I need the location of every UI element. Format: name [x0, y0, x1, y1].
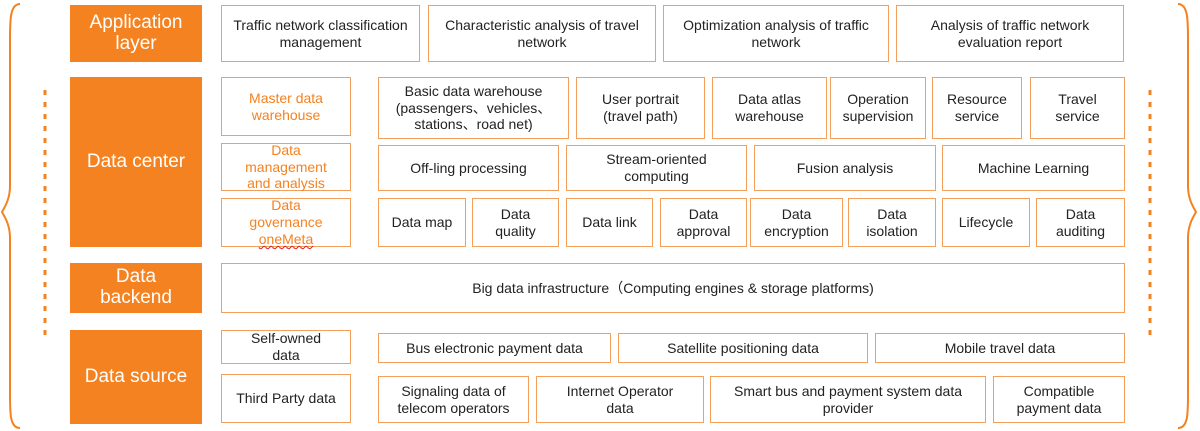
self-owned-data: Self-owned data [221, 330, 351, 364]
internet-operator-data: Internet Operator data [536, 376, 704, 423]
data-isolation: Data isolation [848, 198, 936, 247]
bus-electronic-payment-data: Bus electronic payment data [378, 333, 611, 363]
mobile-travel-data: Mobile travel data [875, 333, 1125, 363]
compatible-payment-data: Compatible payment data [993, 376, 1125, 423]
app-traffic-network-classification: Traffic network classification managemen… [221, 5, 420, 62]
user-portrait: User portrait (travel path) [576, 77, 705, 139]
app-evaluation-report: Analysis of traffic network evaluation r… [896, 5, 1124, 62]
data-encryption: Data encryption [750, 198, 843, 247]
satellite-positioning-data: Satellite positioning data [618, 333, 868, 363]
onemeta-label: oneMeta [258, 230, 314, 247]
left-bracket [0, 3, 21, 429]
layer-data-source: Data source [70, 330, 202, 424]
data-atlas-warehouse: Data atlas warehouse [712, 77, 827, 139]
data-management-analysis: Data management and analysis [221, 142, 351, 191]
resource-service: Resource service [932, 77, 1022, 139]
data-governance-label: Data governance [249, 197, 323, 231]
smart-bus-payment-provider: Smart bus and payment system data provid… [710, 376, 986, 423]
third-party-data: Third Party data [221, 374, 351, 423]
app-optimization-analysis: Optimization analysis of traffic network [663, 5, 889, 62]
data-approval: Data approval [660, 198, 747, 247]
right-bracket [1177, 3, 1198, 429]
travel-service: Travel service [1030, 77, 1125, 139]
machine-learning: Machine Learning [942, 145, 1125, 191]
data-link: Data link [566, 198, 653, 247]
layer-data-center: Data center [70, 77, 202, 247]
signaling-data-telecom: Signaling data of telecom operators [378, 376, 529, 423]
data-quality: Data quality [472, 198, 559, 247]
right-dashed-line [1148, 90, 1152, 340]
offline-processing: Off-ling processing [378, 145, 559, 191]
layer-application: Application layer [70, 5, 202, 62]
layer-data-backend: Data backend [70, 263, 202, 313]
lifecycle: Lifecycle [942, 198, 1030, 247]
stream-computing: Stream-oriented computing [566, 145, 747, 191]
master-data-warehouse: Master data warehouse [221, 77, 351, 136]
data-map: Data map [378, 198, 466, 247]
fusion-analysis: Fusion analysis [754, 145, 936, 191]
operation-supervision: Operation supervision [830, 77, 926, 139]
app-characteristic-analysis: Characteristic analysis of travel networ… [428, 5, 656, 62]
left-dashed-line [43, 90, 47, 340]
data-auditing: Data auditing [1036, 198, 1125, 247]
big-data-infrastructure: Big data infrastructure（Computing engine… [221, 263, 1125, 313]
basic-data-warehouse: Basic data warehouse (passengers、vehicle… [378, 77, 569, 139]
data-governance: Data governance oneMeta [221, 197, 351, 247]
